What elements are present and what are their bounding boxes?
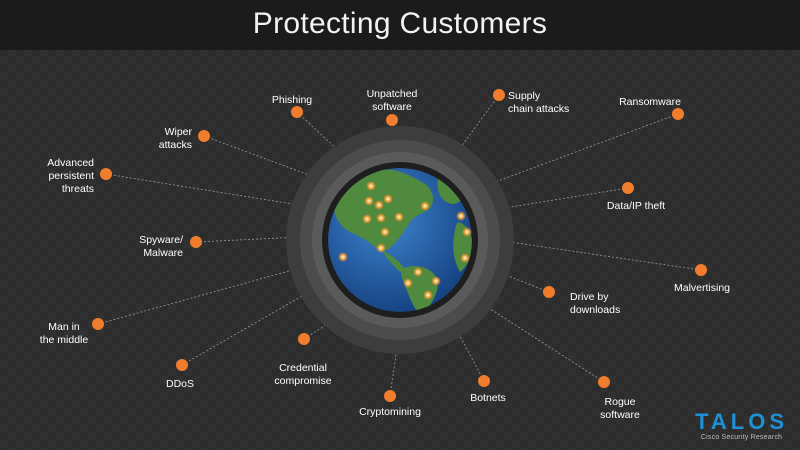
connector-ransomware <box>435 113 679 205</box>
title-bar: Protecting Customers <box>0 0 800 50</box>
label-unpatched: Unpatched software <box>366 88 418 113</box>
globe-hotspot-core <box>379 246 383 250</box>
node-phishing <box>291 106 303 118</box>
globe-hotspot-core <box>434 279 438 283</box>
slide-title: Protecting Customers <box>252 7 548 40</box>
globe-hotspot-core <box>463 256 467 260</box>
globe-hotspot-core <box>459 214 463 218</box>
globe-hotspot-core <box>379 216 383 220</box>
label-ransomware: Ransomware <box>619 96 681 108</box>
label-spyware: Spyware/ Malware <box>139 234 183 259</box>
globe-hotspot-core <box>406 281 410 285</box>
globe-hotspot-core <box>386 197 390 201</box>
node-botnets <box>478 375 490 387</box>
talos-logo: TALOS Cisco Security Research <box>695 411 788 442</box>
node-ddos <box>176 359 188 371</box>
globe-hotspot-core <box>465 230 469 234</box>
label-dataip: Data/IP theft <box>606 200 666 212</box>
node-malvertising <box>695 264 707 276</box>
globe-hotspot-core <box>397 215 401 219</box>
globe-hotspot-core <box>341 255 345 259</box>
node-ransomware <box>672 108 684 120</box>
node-spyware <box>190 236 202 248</box>
label-phishing: Phishing <box>271 94 313 106</box>
label-malvertising: Malvertising <box>673 282 731 294</box>
label-mitm: Man in the middle <box>39 321 89 346</box>
node-unpatched <box>386 114 398 126</box>
globe-hotspot-core <box>369 184 373 188</box>
node-wiper <box>198 130 210 142</box>
globe-hotspot-core <box>416 270 420 274</box>
label-ddos: DDoS <box>165 378 195 390</box>
label-apt: Advanced persistent threats <box>47 157 94 195</box>
node-dataip <box>622 182 634 194</box>
label-wiper: Wiper attacks <box>158 126 192 151</box>
node-rogue <box>598 376 610 388</box>
logo-wordmark: TALOS <box>695 409 788 434</box>
label-botnets: Botnets <box>470 392 506 404</box>
label-supply: Supply chain attacks <box>508 90 570 115</box>
globe-hotspot-core <box>423 204 427 208</box>
node-mitm <box>92 318 104 330</box>
node-cryptomining <box>384 390 396 402</box>
node-apt <box>100 168 112 180</box>
node-credential <box>298 333 310 345</box>
label-rogue: Rogue software <box>600 396 640 421</box>
connector-ddos <box>181 248 385 366</box>
globe-hotspot-core <box>377 203 381 207</box>
globe-hotspots <box>338 181 472 300</box>
label-driveby: Drive by downloads <box>570 291 621 316</box>
label-credential: Credential compromise <box>274 362 332 387</box>
globe-hotspot-core <box>426 293 430 297</box>
node-supply <box>493 89 505 101</box>
globe-hotspot-core <box>367 199 371 203</box>
logo-subtitle: Cisco Security Research <box>700 434 783 441</box>
node-driveby <box>543 286 555 298</box>
globe-hotspot-core <box>365 217 369 221</box>
threat-nodes <box>92 89 707 402</box>
label-cryptomining: Cryptomining <box>359 406 421 418</box>
globe-hotspot-core <box>383 230 387 234</box>
